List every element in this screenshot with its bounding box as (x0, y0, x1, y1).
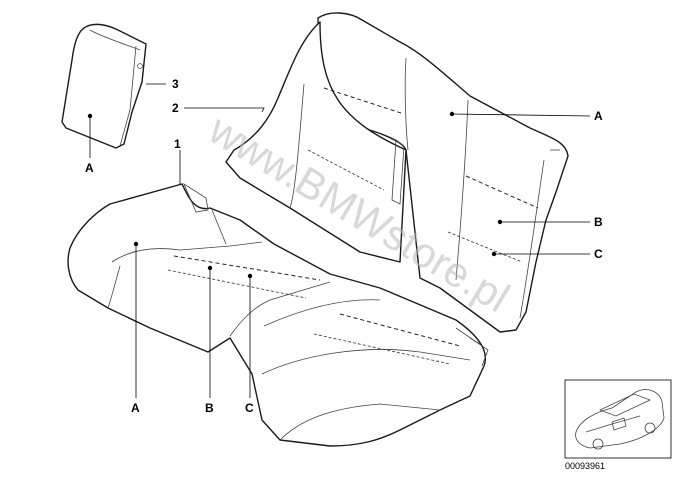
callout-seat-B: B (205, 401, 214, 415)
leader-lines (87, 83, 591, 398)
callout-seat-C: C (245, 401, 254, 415)
callout-3: 3 (172, 77, 179, 91)
callout-backrest-A: A (594, 109, 603, 123)
seat-backrest (225, 12, 569, 333)
seat-cushion (67, 182, 489, 447)
car-thumbnail (564, 379, 672, 459)
callout-labels: 3 2 1 A A B C A B C (85, 77, 603, 415)
callout-backrest-C: C (594, 247, 603, 261)
callout-armrest-A: A (85, 161, 94, 175)
reference-number: 00093961 (565, 461, 605, 471)
callout-2: 2 (172, 101, 179, 115)
callout-backrest-B: B (594, 215, 603, 229)
callout-seat-A: A (131, 401, 140, 415)
callout-1: 1 (174, 137, 181, 151)
armrest-cover (61, 23, 147, 149)
